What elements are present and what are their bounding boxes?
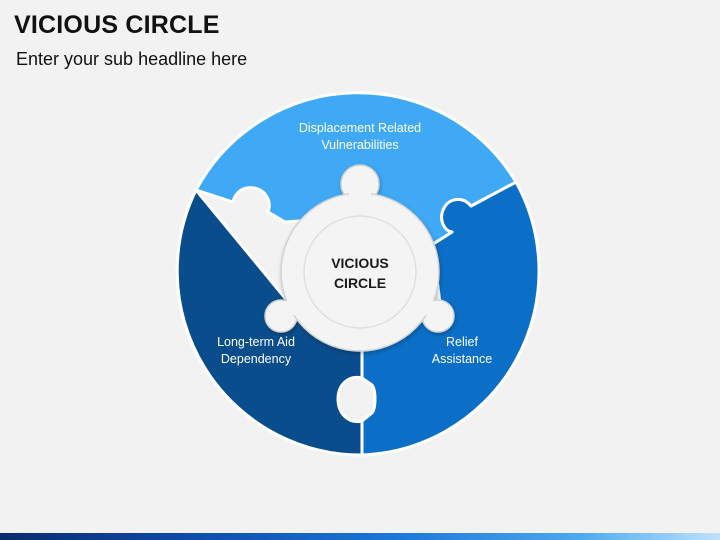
segment-label-top: Displacement Related Vulnerabilities: [298, 121, 422, 152]
page-title: VICIOUS CIRCLE: [14, 11, 220, 39]
center-inner-ring: [303, 215, 417, 329]
segment-label-right: Relief Assistance: [431, 335, 493, 366]
segment-label-left: Long-term Aid Dependency: [217, 335, 295, 366]
center-label: VICIOUS CIRCLE: [331, 255, 389, 291]
bottom-accent-bar: [0, 533, 720, 540]
page-subtitle: Enter your sub headline here: [16, 49, 248, 69]
